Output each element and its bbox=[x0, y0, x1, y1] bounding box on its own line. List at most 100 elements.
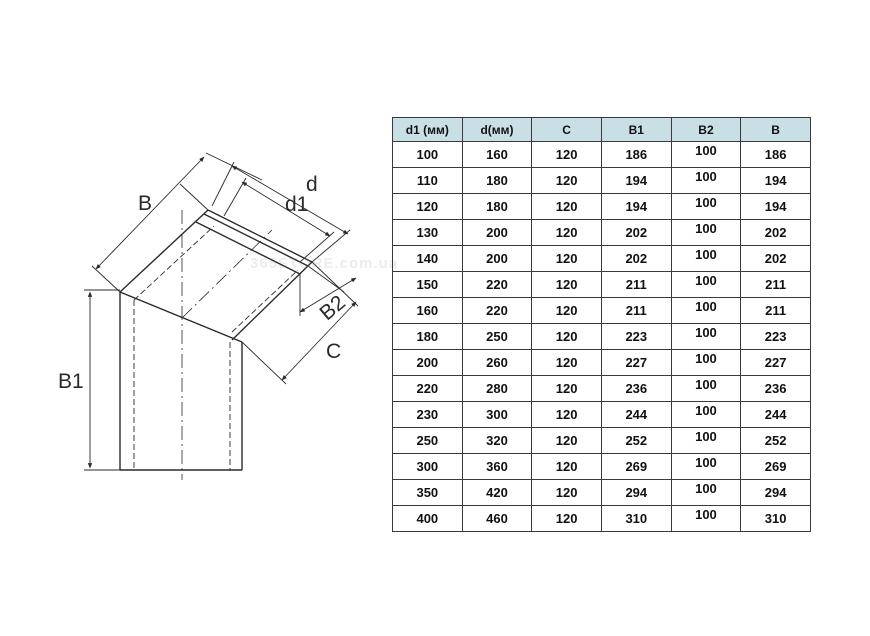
column-header-d1: d1 (мм) bbox=[392, 117, 463, 142]
cell-b: 211 bbox=[740, 297, 811, 324]
cell-b: 211 bbox=[740, 271, 811, 298]
cell-d1: 160 bbox=[392, 297, 463, 324]
cell-b2: 100 bbox=[670, 427, 742, 454]
cell-c: 120 bbox=[531, 375, 602, 402]
cell-b1: 186 bbox=[600, 141, 672, 168]
cell-c: 120 bbox=[531, 167, 602, 194]
cell-d: 420 bbox=[461, 479, 533, 506]
cell-b2: 100 bbox=[670, 245, 742, 272]
cell-b2: 100 bbox=[670, 193, 742, 220]
cell-b: 244 bbox=[740, 401, 811, 428]
cell-d1: 140 bbox=[392, 245, 463, 272]
cell-d1: 130 bbox=[392, 219, 463, 246]
cell-b2: 100 bbox=[670, 297, 742, 324]
cell-b2: 100 bbox=[670, 167, 742, 194]
cell-c: 120 bbox=[531, 349, 602, 376]
cell-c: 120 bbox=[531, 219, 602, 246]
label-d: d bbox=[306, 173, 318, 196]
cell-c: 120 bbox=[531, 453, 602, 480]
cell-b2: 100 bbox=[670, 375, 742, 402]
cell-d: 360 bbox=[461, 453, 533, 480]
cell-d1: 250 bbox=[392, 427, 463, 454]
table-header-row: d1 (мм) d(мм) C B1 B2 B bbox=[392, 117, 811, 142]
dimension-b1 bbox=[84, 289, 120, 471]
cell-b: 202 bbox=[740, 219, 811, 246]
cell-b: 227 bbox=[740, 349, 811, 376]
cell-b1: 211 bbox=[600, 271, 672, 298]
cell-b: 236 bbox=[740, 375, 811, 402]
label-b: B bbox=[138, 192, 152, 215]
label-c: C bbox=[326, 340, 341, 363]
cell-b: 194 bbox=[740, 167, 811, 194]
cell-c: 120 bbox=[531, 427, 602, 454]
cell-c: 120 bbox=[531, 297, 602, 324]
cell-d: 300 bbox=[461, 401, 533, 428]
cell-b1: 236 bbox=[600, 375, 672, 402]
label-b1: B1 bbox=[58, 370, 84, 393]
cell-d: 460 bbox=[461, 505, 533, 532]
cell-d: 220 bbox=[461, 271, 533, 298]
column-header-b: B bbox=[740, 117, 811, 142]
cell-b1: 223 bbox=[600, 323, 672, 350]
cell-b1: 227 bbox=[600, 349, 672, 376]
cell-d1: 400 bbox=[392, 505, 463, 532]
cell-d: 320 bbox=[461, 427, 533, 454]
cell-c: 120 bbox=[531, 505, 602, 532]
cell-c: 120 bbox=[531, 245, 602, 272]
cell-b: 202 bbox=[740, 245, 811, 272]
column-header-c: C bbox=[531, 117, 602, 142]
cell-c: 120 bbox=[531, 193, 602, 220]
cell-b2: 100 bbox=[670, 271, 742, 298]
cell-b: 269 bbox=[740, 453, 811, 480]
cell-b1: 294 bbox=[600, 479, 672, 506]
cell-b2: 100 bbox=[670, 349, 742, 376]
cell-c: 120 bbox=[531, 141, 602, 168]
cell-d1: 350 bbox=[392, 479, 463, 506]
cell-c: 120 bbox=[531, 323, 602, 350]
cell-c: 120 bbox=[531, 479, 602, 506]
dimension-b bbox=[91, 152, 263, 293]
cell-b1: 252 bbox=[600, 427, 672, 454]
center-lines bbox=[181, 210, 273, 480]
cell-d1: 180 bbox=[392, 323, 463, 350]
cell-d1: 230 bbox=[392, 401, 463, 428]
cell-d: 200 bbox=[461, 219, 533, 246]
cell-d: 220 bbox=[461, 297, 533, 324]
cell-b: 186 bbox=[740, 141, 811, 168]
cell-b1: 244 bbox=[600, 401, 672, 428]
cell-b1: 194 bbox=[600, 167, 672, 194]
cell-d: 260 bbox=[461, 349, 533, 376]
cell-b1: 269 bbox=[600, 453, 672, 480]
cell-c: 120 bbox=[531, 401, 602, 428]
inner-lines bbox=[133, 225, 299, 470]
cell-b: 294 bbox=[740, 479, 811, 506]
cell-b2: 100 bbox=[670, 479, 742, 506]
cell-d1: 220 bbox=[392, 375, 463, 402]
label-b2: B2 bbox=[315, 291, 349, 325]
label-d1: d1 bbox=[285, 193, 308, 216]
cell-d1: 110 bbox=[392, 167, 463, 194]
cell-b2: 100 bbox=[670, 219, 742, 246]
cell-b: 194 bbox=[740, 193, 811, 220]
cell-b1: 202 bbox=[600, 219, 672, 246]
dimension-c bbox=[241, 261, 359, 385]
cell-b2: 100 bbox=[670, 401, 742, 428]
column-header-d: d(мм) bbox=[461, 117, 533, 142]
cell-d: 180 bbox=[461, 167, 533, 194]
cell-b: 252 bbox=[740, 427, 811, 454]
cell-c: 120 bbox=[531, 271, 602, 298]
